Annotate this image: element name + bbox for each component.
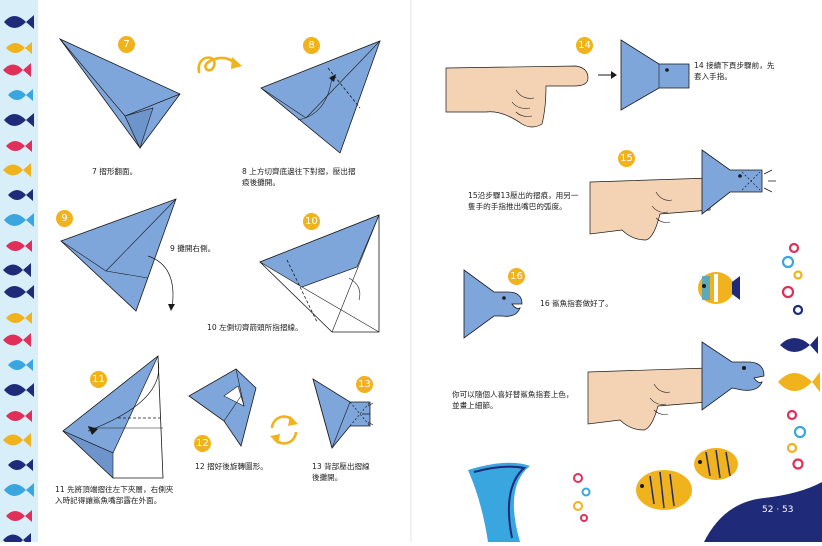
page-numbers: 52 · 53	[762, 505, 794, 515]
step-11-diagram	[62, 355, 164, 479]
step-12-diagram	[188, 368, 257, 447]
step-14-shark	[620, 39, 690, 111]
step-8-diagram	[260, 40, 381, 154]
step-16-caption: 16 鯊魚指套做好了。	[540, 299, 613, 308]
wave-icon	[704, 482, 822, 542]
step-9-caption: 9 攤開右側。	[170, 244, 216, 253]
yellow-fish-pair-icon	[636, 448, 738, 510]
step-14-finger	[445, 65, 589, 128]
butterfly-fish-icon	[698, 272, 740, 304]
step-9-diagram	[60, 198, 177, 312]
step-10-caption: 10 左側切齊箭頭所指摺線。	[207, 323, 303, 332]
step-16-shark	[463, 269, 523, 339]
step-13-diagram	[312, 378, 374, 449]
step-11-caption: 11 先將頂端摺往左下夾層，右側夾 入時記得讓鯊魚嘴部露在外面。	[55, 485, 174, 505]
left-fish-border	[0, 0, 38, 546]
step-13-badge: 13	[356, 376, 373, 393]
step-7-diagram	[58, 37, 181, 149]
step-7-badge: 7	[118, 36, 135, 53]
step-11-badge: 11	[90, 371, 107, 388]
step-14-caption: 14 接續下頁步驟前，先 套入手指。	[694, 61, 775, 81]
final-finger-shark	[587, 341, 765, 431]
step-7-caption: 7 摺形翻面。	[92, 167, 138, 176]
step-15-finger-shark	[589, 149, 776, 241]
shark-fin-icon	[468, 462, 530, 542]
rotate-arrows-icon	[270, 415, 298, 445]
step-15-caption: 15沿步驟13壓出的摺痕，用另一 隻手的手指推出嘴巴的弧度。	[468, 191, 579, 211]
step-10-diagram	[259, 214, 380, 333]
step-8-caption: 8 上方切齊底邊往下對摺，壓出摺 痕後攤開。	[242, 167, 356, 187]
spine	[410, 0, 412, 542]
step-14-badge: 14	[576, 37, 593, 54]
step-12-caption: 12 摺好後旋轉圖形。	[195, 462, 268, 471]
step-12-badge: 12	[194, 435, 211, 452]
bubbles-icon	[573, 473, 591, 522]
step-15-badge: 15	[618, 150, 635, 167]
step-10-badge: 10	[303, 213, 320, 230]
right-decor	[774, 0, 822, 542]
arrow-right-icon	[598, 71, 617, 79]
step-16-badge: 16	[508, 268, 525, 285]
bubbles-and-fish-icon	[774, 242, 822, 542]
step-13-caption: 13 背部壓出摺線 後攤開。	[312, 462, 370, 482]
step-8-badge: 8	[303, 37, 320, 54]
fish-pattern-icon	[3, 15, 34, 546]
flip-arrow-icon	[197, 56, 242, 74]
final-note: 你可以隨個人喜好替鯊魚指套上色， 並畫上細節。	[452, 390, 574, 410]
step-9-badge: 9	[56, 210, 73, 227]
